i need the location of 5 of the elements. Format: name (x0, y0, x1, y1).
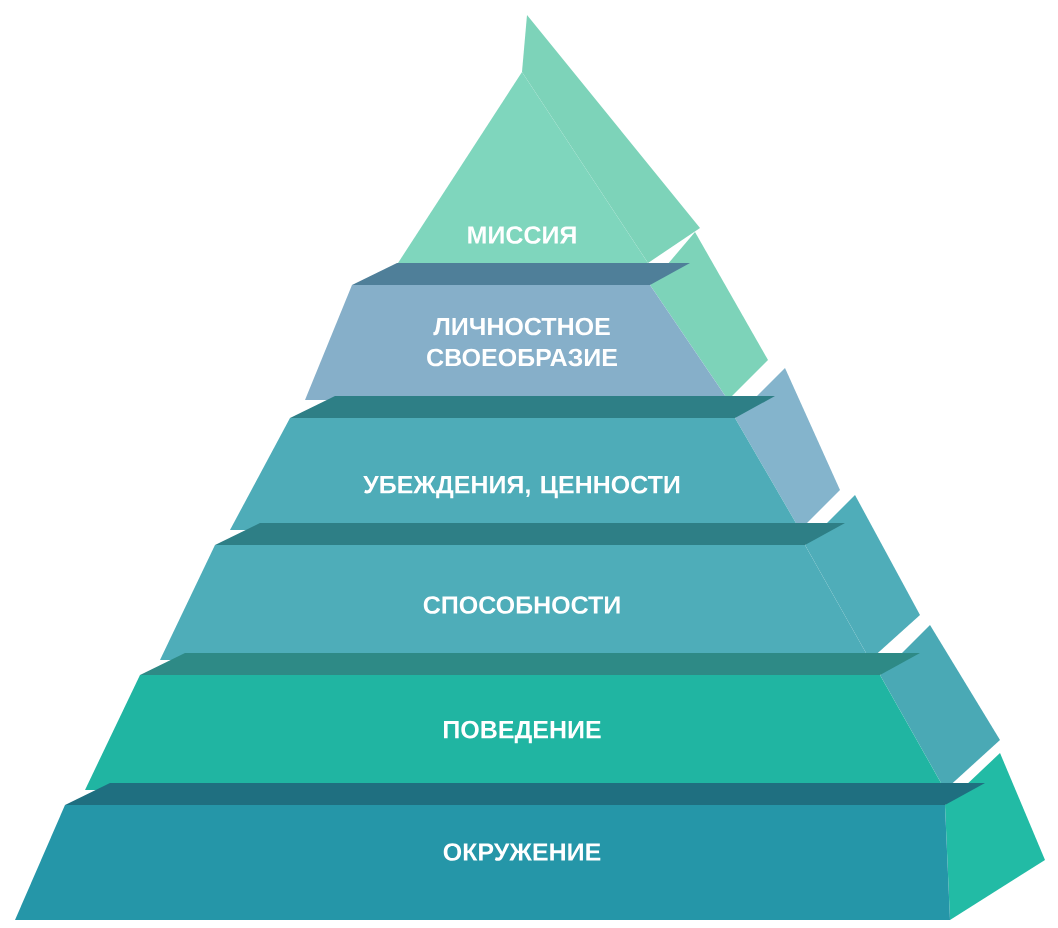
pyramid-tier: ПОВЕДЕНИЕ (85, 625, 1000, 790)
pyramid-tier: МИССИЯ (398, 15, 700, 263)
pyramid-tier: ОКРУЖЕНИЕ (15, 753, 1045, 920)
pyramid-tier: УБЕЖДЕНИЯ, ЦЕННОСТИ (230, 368, 840, 530)
node-label: СПОСОБНОСТИ (423, 596, 620, 614)
